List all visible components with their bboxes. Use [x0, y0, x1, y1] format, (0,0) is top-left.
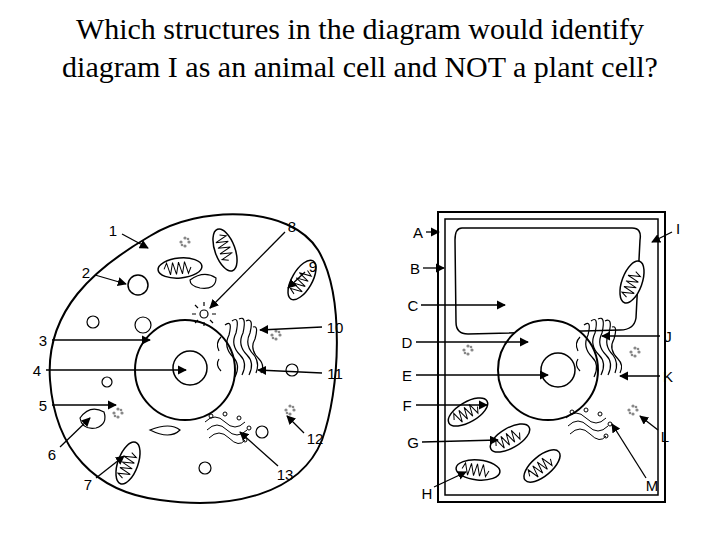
callout-label: L [661, 428, 669, 445]
callout-label: 5 [39, 397, 47, 414]
callout-label: D [402, 334, 413, 351]
callout-label: 6 [48, 446, 56, 463]
callout-label: J [664, 328, 672, 345]
callout-label: 10 [327, 319, 344, 336]
callout-label: 4 [33, 362, 41, 379]
callout-label: 9 [309, 258, 317, 275]
callout-label: H [422, 485, 433, 502]
callout-label: A [413, 224, 423, 241]
callout-label: 13 [277, 466, 294, 483]
callout-label: 2 [82, 264, 90, 281]
callout-label: 7 [84, 476, 92, 493]
callout-label: 12 [307, 430, 324, 447]
callout-label: 3 [39, 332, 47, 349]
callout-label: 11 [327, 365, 343, 382]
callout-label: 1 [109, 222, 117, 239]
callout-label: K [663, 368, 673, 385]
callout-label: I [676, 220, 680, 237]
callout-label: 8 [288, 218, 296, 235]
callout-label: E [402, 367, 412, 384]
callout-label: B [410, 260, 420, 277]
callout-label: G [407, 434, 419, 451]
callout-label: C [408, 297, 419, 314]
question-title: Which structures in the diagram would id… [40, 10, 680, 86]
callout-label: M [646, 477, 659, 494]
callout-label: F [402, 397, 411, 414]
